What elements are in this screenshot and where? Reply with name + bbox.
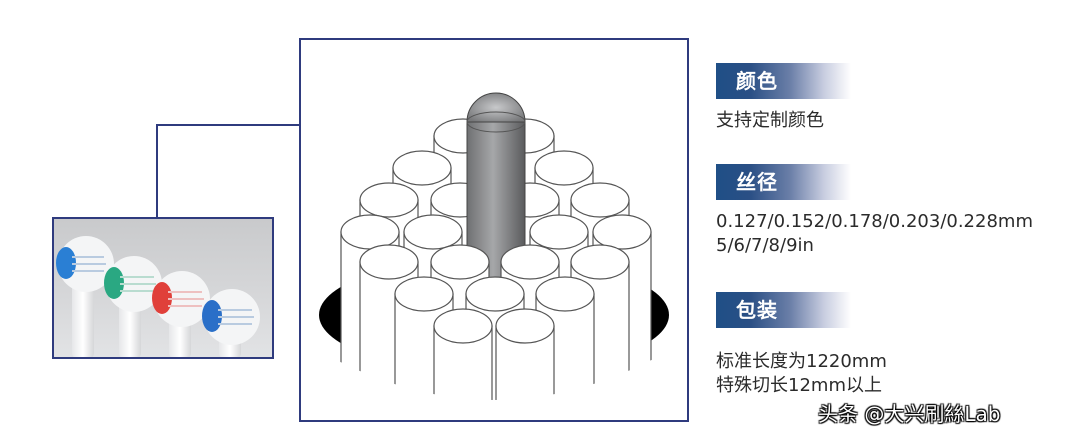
spec-diameter-mm: 0.127/0.152/0.178/0.203/0.228mm [716,211,1033,232]
spec-diameter-in: 5/6/7/8/9in [716,235,814,256]
spec-packaging-standard: 标准长度为1220mm [716,351,887,372]
filament-illustration-frame [299,38,689,422]
toothbrush-heads-image [56,236,260,357]
spec-diameter: 丝径 0.127/0.152/0.178/0.203/0.228mm 5/6/7… [716,164,1033,258]
spec-color: 颜色 支持定制颜色 [716,63,851,133]
toothbrush-photo [52,217,274,359]
connector-horizontal [156,124,301,126]
spec-packaging: 包装 标准长度为1220mm 特殊切长12mm以上 [716,292,887,398]
spec-header-packaging: 包装 [716,292,851,328]
spec-packaging-special: 特殊切长12mm以上 [716,375,882,396]
connector-vertical [156,124,158,219]
spec-header-color: 颜色 [716,63,851,99]
spec-color-text: 支持定制颜色 [716,110,824,131]
spec-header-diameter: 丝径 [716,164,851,200]
watermark: 头条 @大兴刷絲Lab [818,402,1001,426]
filament-bundle-illustration [301,92,687,420]
